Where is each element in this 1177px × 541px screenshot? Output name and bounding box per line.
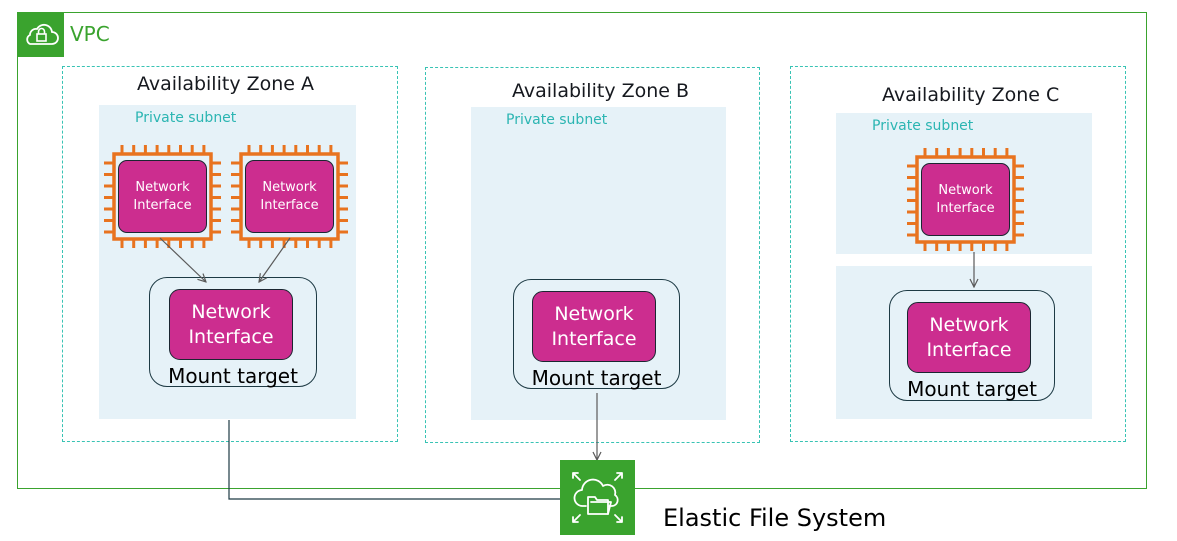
lock-cloud-icon (18, 13, 64, 57)
vpc-label: VPC (70, 22, 110, 46)
mount-target-label: Mount target (907, 377, 1037, 401)
mount-target-label: Mount target (168, 364, 298, 388)
zone-a-subnet-label: Private subnet (135, 110, 237, 126)
efs-label: Elastic File System (663, 504, 887, 532)
chip-icon (104, 145, 221, 248)
zone-a-title: Availability Zone A (137, 73, 315, 95)
efs-icon (560, 460, 635, 535)
zone-c-title: Availability Zone C (882, 84, 1060, 106)
chip-icon (231, 145, 348, 248)
mount-target-label: Mount target (531, 366, 662, 390)
zone-b-title: Availability Zone B (512, 80, 690, 102)
zone-c-subnet-label: Private subnet (872, 118, 974, 134)
availability-zone-b (425, 67, 760, 443)
chip-icon (907, 148, 1024, 251)
availability-zone-c (790, 66, 1126, 442)
zone-b-subnet-label: Private subnet (506, 112, 608, 128)
